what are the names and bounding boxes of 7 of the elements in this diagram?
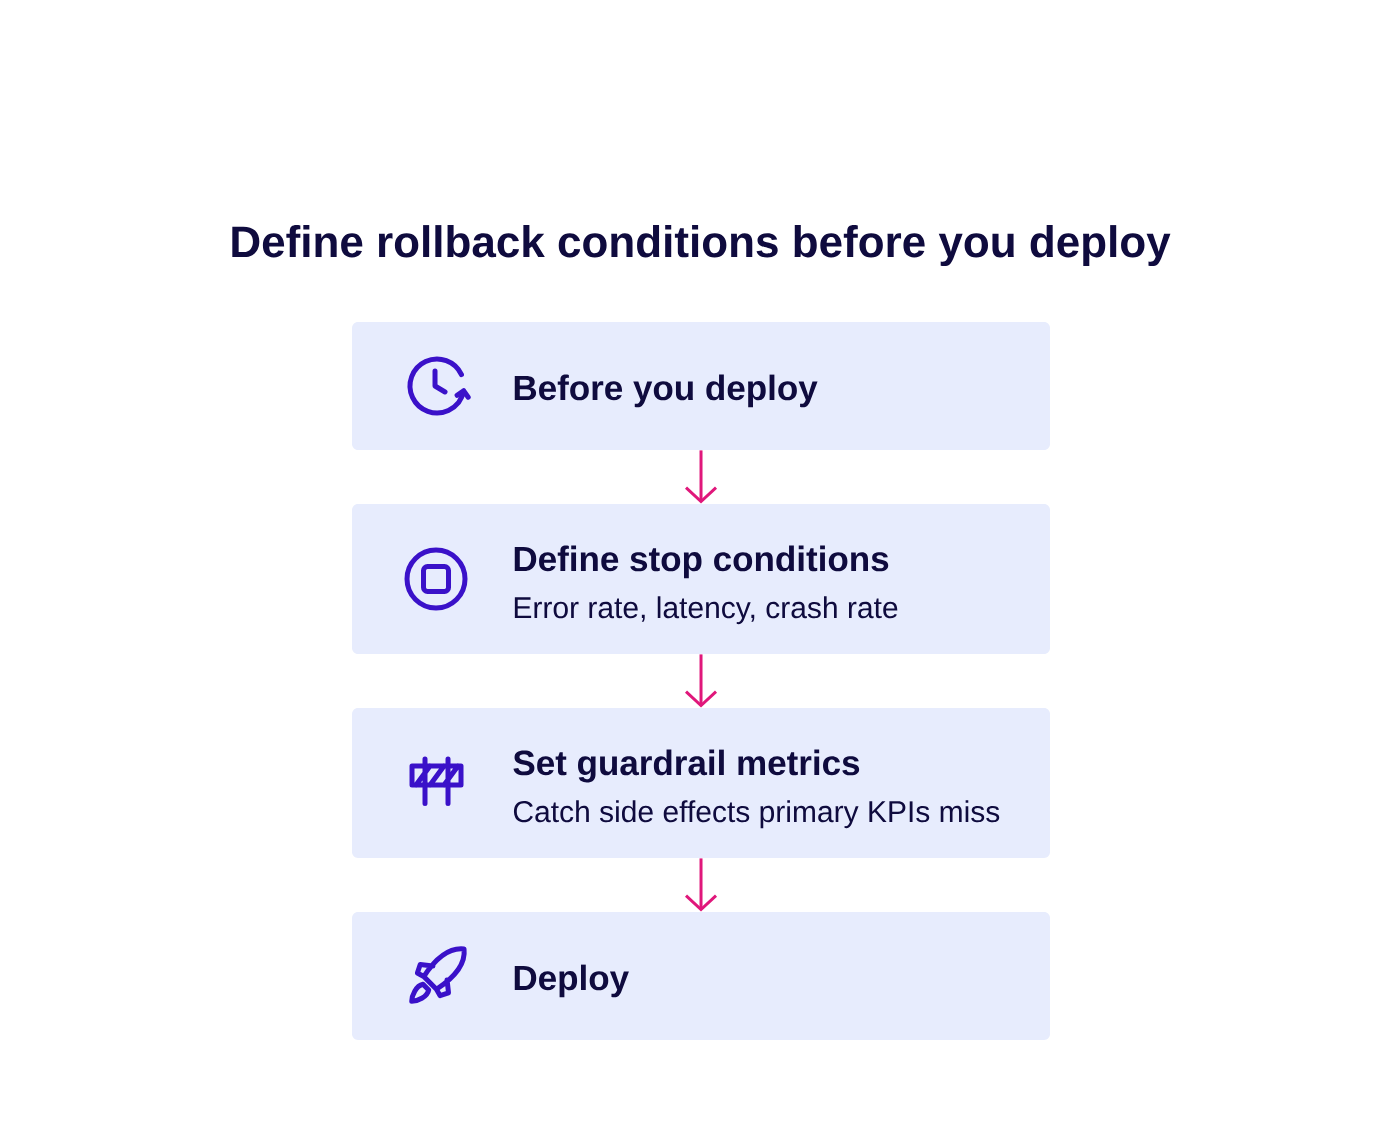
step-title: Before you deploy — [514, 374, 818, 408]
step-title: Deploy — [514, 964, 629, 998]
step-description: Catch side effects primary KPIs miss — [513, 800, 1000, 829]
diagram-title: Define rollback conditions before you deploy — [232, 225, 1171, 267]
step-description: Error rate, latency, crash rate — [514, 596, 898, 625]
step-title: Set guardrail metrics — [513, 749, 860, 783]
step-title: Define stop conditions — [514, 545, 889, 579]
